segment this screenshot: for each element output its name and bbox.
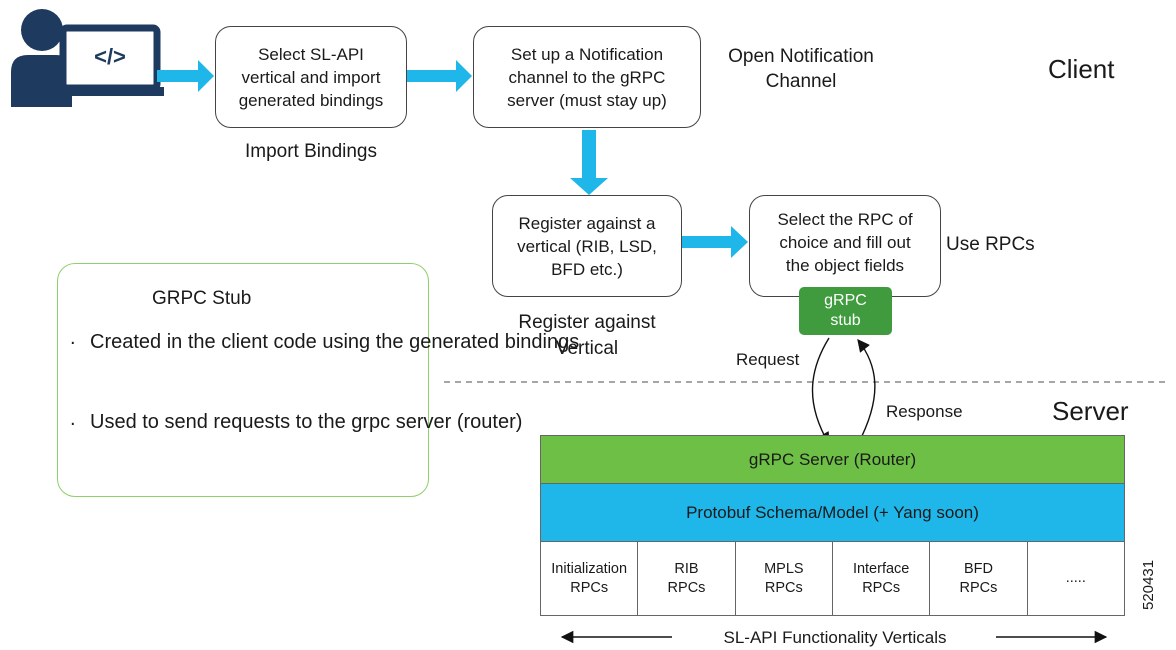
request-label: Request	[736, 350, 800, 369]
response-arrow	[857, 339, 876, 445]
register-vertical-box: Register against a vertical (RIB, LSD, B…	[492, 195, 682, 297]
bullet-marker: .	[70, 408, 76, 430]
verticals-row: Initialization RPCs RIB RPCs MPLS RPCs I…	[540, 541, 1125, 616]
response-label: Response	[886, 402, 963, 421]
code-glyph: </>	[94, 44, 126, 69]
import-bindings-box: Select SL-API vertical and import genera…	[215, 26, 407, 128]
notification-channel-box: Set up a Notification channel to the gRP…	[473, 26, 701, 128]
arrow-import-to-notify	[406, 60, 472, 92]
bullet-marker: .	[70, 327, 76, 349]
protobuf-schema-layer: Protobuf Schema/Model (+ Yang soon)	[540, 483, 1125, 542]
developer-laptop-icon	[11, 9, 164, 107]
server-section-label: Server	[1052, 396, 1129, 426]
arrow-notify-to-register	[570, 130, 608, 195]
verticals-caption: SL-API Functionality Verticals	[723, 628, 947, 647]
stub-bullet-created: Created in the client code using the gen…	[90, 331, 580, 353]
client-section-label: Client	[1048, 54, 1115, 84]
grpc-stub-badge: gRPC stub	[799, 287, 892, 335]
grpc-stub-panel	[57, 263, 429, 497]
notification-channel-caption: Open Notification Channel	[728, 46, 874, 92]
vertical-initialization: Initialization RPCs	[541, 542, 639, 615]
flow-arrows	[157, 60, 748, 258]
vertical-bfd: BFD RPCs	[930, 542, 1028, 615]
vertical-interface: Interface RPCs	[833, 542, 931, 615]
stub-bullet-used: Used to send requests to the grpc server…	[90, 411, 523, 433]
vertical-mpls: MPLS RPCs	[736, 542, 833, 615]
import-bindings-caption: Import Bindings	[244, 141, 377, 162]
arrow-register-to-rpc	[682, 226, 748, 258]
use-rpcs-caption: Use RPCs	[946, 234, 1035, 255]
grpc-stub-title: GRPC Stub	[152, 288, 252, 309]
arrow-icon-to-import	[157, 60, 214, 92]
register-vertical-caption: Register against Vertical	[518, 312, 656, 359]
vertical-more: .....	[1065, 570, 1086, 586]
grpc-server-layer: gRPC Server (Router)	[540, 435, 1125, 484]
select-rpc-box: Select the RPC of choice and fill out th…	[749, 195, 941, 297]
request-arrow	[811, 337, 830, 446]
figure-id: 520431	[1140, 559, 1157, 610]
vertical-rib: RIB RPCs	[638, 542, 736, 615]
